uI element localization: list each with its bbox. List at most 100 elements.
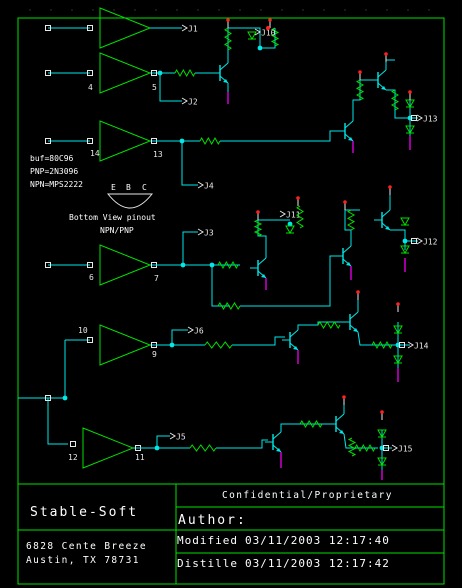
supply-point — [296, 196, 300, 200]
connector-arrow — [391, 444, 398, 452]
resistor — [217, 302, 241, 310]
wire — [182, 231, 198, 265]
pin-square — [45, 25, 51, 31]
pin-square — [87, 70, 93, 76]
grid-dot — [281, 9, 283, 11]
company-address-line1: 6828 Cente Breeze — [26, 541, 148, 552]
wire — [171, 329, 188, 345]
pin-number: 13 — [153, 150, 163, 159]
grid-dot — [386, 9, 388, 11]
transistor-arrow — [276, 448, 281, 452]
wire — [47, 398, 68, 445]
pin-square — [45, 262, 51, 268]
transistor-collector — [344, 120, 354, 129]
pin-number: 7 — [154, 274, 159, 283]
wire — [297, 321, 345, 330]
buffer-symbol — [82, 427, 135, 469]
pin-square — [399, 342, 405, 348]
connector-arrow — [187, 326, 194, 334]
wire — [385, 59, 395, 70]
connector-arrow — [416, 237, 423, 245]
junction-dot — [287, 221, 293, 227]
pin-square — [383, 445, 389, 451]
connector-arrow — [254, 28, 261, 36]
pin-square — [87, 337, 93, 343]
transistor-collector — [381, 209, 391, 218]
transistor-collector — [335, 413, 345, 422]
diode — [377, 457, 387, 467]
pin-square — [411, 115, 417, 121]
resistor — [217, 260, 239, 270]
resistor — [347, 437, 357, 457]
pin-number: 5 — [152, 83, 157, 92]
wire — [240, 255, 338, 307]
distilled-label: Distille — [177, 557, 238, 570]
diode — [400, 245, 410, 255]
resistor — [346, 209, 356, 231]
pinout-caption: Bottom View pinout — [69, 213, 156, 222]
transistor-arrow — [346, 262, 351, 266]
grid-dot — [365, 9, 367, 11]
transistor-collector — [342, 245, 352, 254]
wire — [232, 336, 285, 346]
grid-dot — [218, 9, 220, 11]
transistor-arrow — [339, 430, 344, 434]
diode — [400, 217, 410, 227]
company-address-line2: Austin, TX 78731 — [26, 555, 140, 566]
connector-label: J13 — [423, 115, 438, 124]
buffer-symbol — [99, 52, 152, 94]
pin-square — [87, 138, 93, 144]
resistor — [270, 27, 280, 47]
transistor-collector — [272, 431, 282, 440]
transistor-arrow — [293, 346, 298, 350]
wire — [211, 265, 230, 307]
connector-arrow — [279, 210, 286, 218]
connector-label: J3 — [204, 229, 214, 238]
grid-dot — [323, 9, 325, 11]
pinout-letter-c: C — [142, 183, 147, 192]
diode — [393, 325, 403, 335]
grid-dot — [302, 9, 304, 11]
transistor-arrow — [261, 274, 266, 278]
connector-label: J6 — [194, 327, 204, 336]
transistor-collector — [289, 329, 299, 338]
supply-point — [380, 410, 384, 414]
supply-point — [266, 26, 270, 30]
resistor — [174, 68, 196, 78]
grid-dot — [50, 9, 52, 11]
grid-dot — [239, 9, 241, 11]
diode — [247, 31, 257, 41]
grid-dot — [428, 9, 430, 11]
supply-point — [268, 18, 272, 22]
buffer-symbol — [99, 7, 152, 49]
connector-arrow — [181, 24, 188, 32]
grid-dot — [134, 9, 136, 11]
pin-square — [45, 395, 51, 401]
transistor-arrow — [385, 226, 390, 230]
grid-dot — [197, 9, 199, 11]
wire — [357, 331, 398, 346]
grid-dot — [71, 9, 73, 11]
connector-label: J2 — [188, 98, 198, 107]
diode — [285, 225, 295, 235]
pinout-letter-b: B — [126, 183, 131, 192]
connector-label: J14 — [414, 342, 429, 351]
modified-value: 03/11/2003 12:17:40 — [245, 534, 390, 547]
connector-label: J1 — [188, 25, 198, 34]
connector-arrow — [197, 228, 204, 236]
connector-label: J11 — [286, 211, 301, 220]
buffer-symbol — [99, 324, 152, 366]
pin-number: 4 — [88, 83, 93, 92]
supply-point — [256, 210, 260, 214]
pinout-outline — [106, 193, 154, 209]
wire — [386, 89, 410, 119]
npn-part-note: NPN=MPS2222 — [30, 180, 83, 189]
resistor — [299, 420, 323, 428]
wire — [156, 435, 170, 448]
pin-square — [151, 70, 157, 76]
grid-dot — [113, 9, 115, 11]
grid-dot — [344, 9, 346, 11]
transistor-arrow — [381, 86, 386, 90]
sheet-border — [17, 17, 445, 585]
